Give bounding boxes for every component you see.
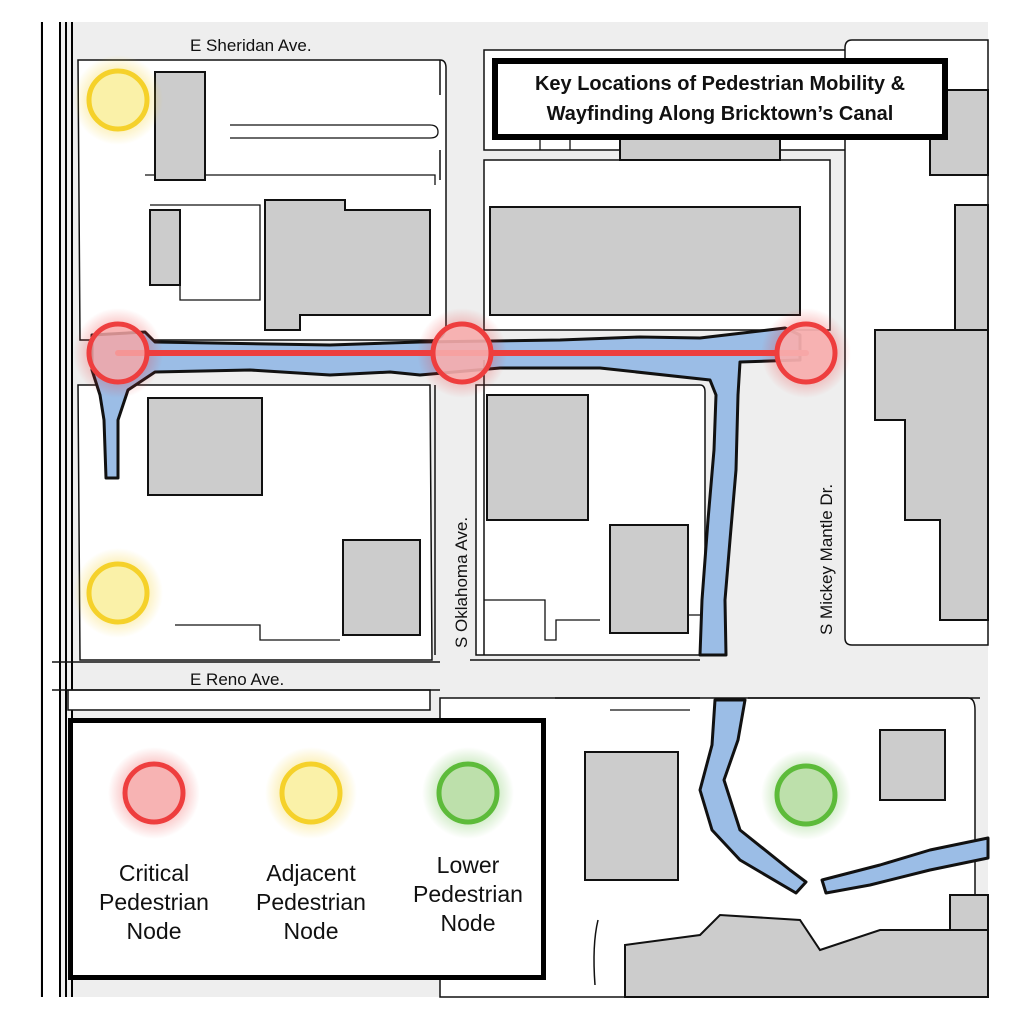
building-6 (147, 397, 263, 496)
building-14 (879, 729, 946, 801)
legend-adjacent-line-1: Adjacent (266, 860, 356, 886)
building-11 (954, 204, 989, 331)
building-3 (264, 199, 431, 331)
building-8 (486, 394, 589, 521)
building-13 (584, 751, 679, 881)
map-title-box: Key Locations of Pedestrian Mobility & W… (492, 58, 948, 140)
legend-lower-line-1: Lower (436, 852, 500, 878)
building-16 (624, 913, 989, 998)
legend-lower-line-2: Pedestrian (413, 881, 523, 907)
node-lower-south[interactable] (761, 750, 851, 840)
legend-lower-line-3: Node (440, 910, 496, 936)
map-title-line-2: Wayfinding Along Bricktown’s Canal (546, 103, 894, 125)
map-title-line-1: Key Locations of Pedestrian Mobility & (534, 73, 906, 95)
node-critical-oklahoma[interactable] (417, 308, 507, 398)
street-label-sheridan: E Sheridan Ave. (190, 36, 312, 55)
pedestrian-nodes (73, 55, 851, 840)
building-12 (874, 329, 989, 621)
legend-critical-line-2: Pedestrian (99, 889, 209, 915)
building-9 (609, 524, 689, 634)
critical-node-swatch-icon (108, 747, 200, 839)
building-2 (149, 209, 181, 286)
node-critical-west[interactable] (73, 308, 163, 398)
building-7 (342, 539, 421, 636)
legend-adjacent-line-3: Node (283, 918, 339, 944)
street-label-oklahoma: S Oklahoma Ave. (452, 517, 471, 648)
legend: Critical Pedestrian Node Adjacent Pedest… (68, 718, 546, 980)
legend-item-lower: Lower Pedestrian Node (393, 743, 543, 938)
legend-critical-line-1: Critical (118, 860, 190, 886)
curbs (52, 60, 980, 986)
street-label-mickey-mantle: S Mickey Mantle Dr. (817, 484, 836, 635)
legend-item-critical: Critical Pedestrian Node (79, 743, 229, 946)
street-label-reno: E Reno Ave. (190, 670, 284, 689)
node-adjacent-reno[interactable] (73, 548, 163, 638)
legend-adjacent-line-2: Pedestrian (256, 889, 366, 915)
node-adjacent-sheridan[interactable] (73, 55, 163, 145)
adjacent-node-swatch-icon (265, 747, 357, 839)
lower-node-swatch-icon (422, 747, 514, 839)
block-sw (67, 689, 431, 711)
legend-critical-line-3: Node (126, 918, 182, 944)
building-1 (154, 71, 206, 181)
building-4 (489, 206, 801, 316)
node-critical-mickey-mantle[interactable] (761, 308, 851, 398)
buildings (147, 71, 989, 998)
legend-item-adjacent: Adjacent Pedestrian Node (236, 743, 386, 946)
